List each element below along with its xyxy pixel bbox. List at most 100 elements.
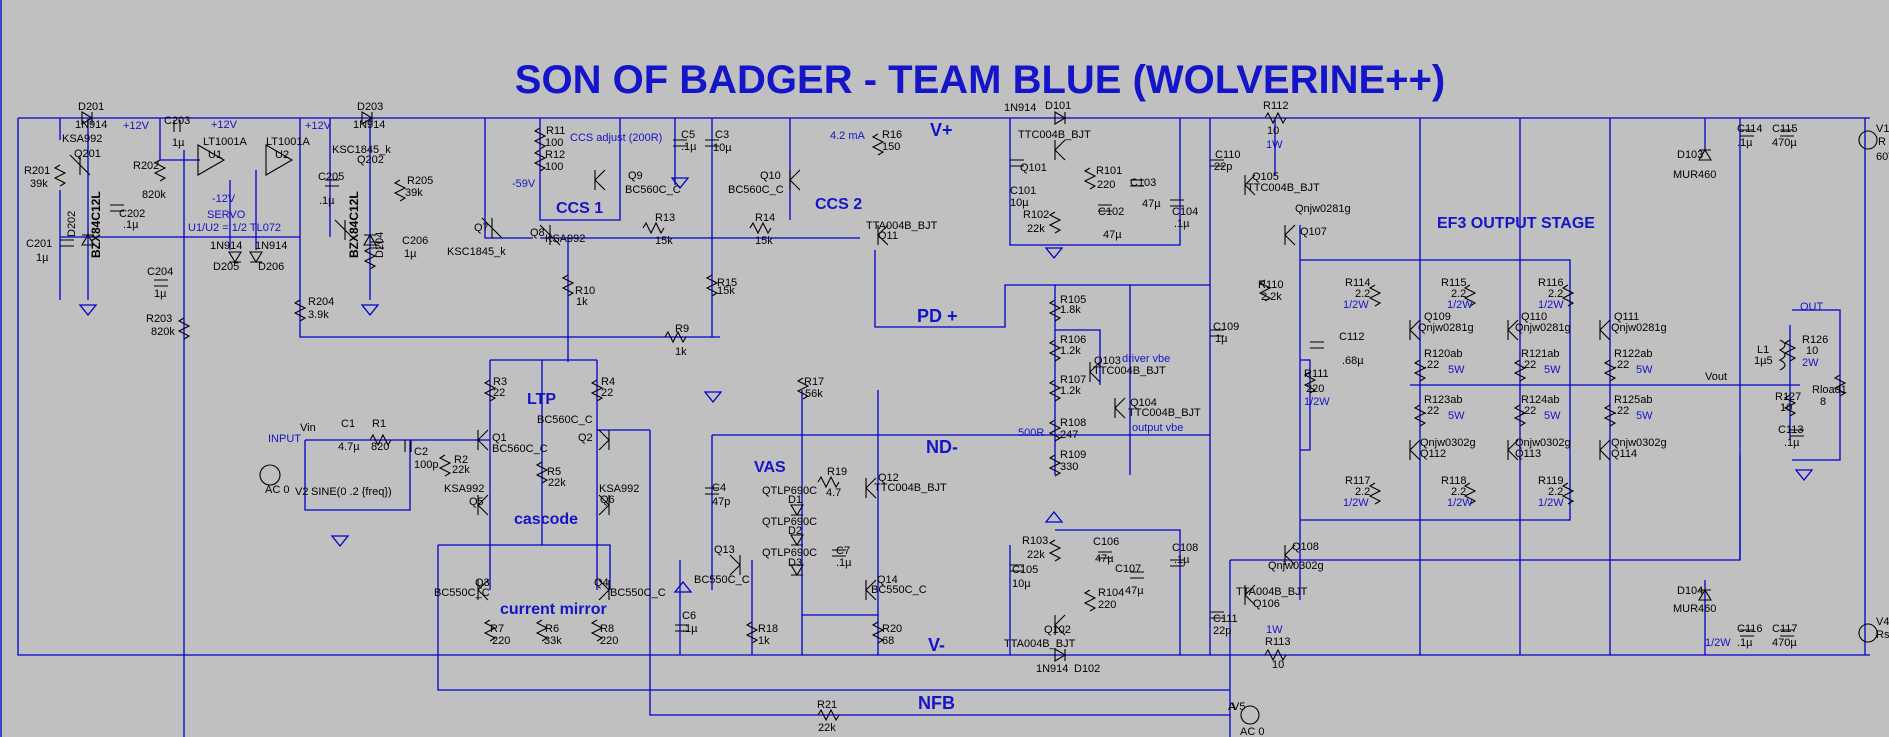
component-label-c204: C204 (147, 266, 173, 278)
v4-name: V4 (1876, 616, 1889, 628)
ground-symbols (78, 177, 1814, 593)
component-label-c115: C115 (1772, 123, 1797, 135)
component-label-c116: C116 (1737, 623, 1762, 635)
r113-power-note: 1W (1266, 624, 1283, 636)
component-label-c107: C107 (1115, 563, 1141, 575)
component-label-d201v: 1N914 (75, 119, 107, 131)
rail-p12-a: +12V (123, 120, 150, 132)
component-label-r116: R116 (1538, 277, 1563, 289)
input-note: INPUT (268, 433, 301, 445)
component-label-bzx1: BZX84C12L (89, 191, 103, 258)
component-label-q9v: BC560C_C (625, 184, 681, 196)
servo-ops-note: U1/U2 = 1/2 TL072 (188, 222, 281, 234)
component-label-c105: C105 (1012, 564, 1038, 576)
component-label-r7v: 220 (492, 635, 510, 647)
component-label-r116w: 1/2W (1538, 299, 1564, 311)
component-label-q104: Q104 (1130, 397, 1157, 409)
component-label-r16v: 150 (882, 141, 900, 153)
component-label-c106v: 47µ (1095, 553, 1114, 565)
component-label-r21v: 22k (818, 722, 836, 734)
component-label-d206v: 1N914 (255, 240, 287, 252)
component-label-r3: R3 (493, 376, 507, 388)
component-label-r5v: 22k (548, 477, 566, 489)
component-label-q6v: KSA992 (599, 483, 639, 495)
component-label-q110: Q110 (1521, 311, 1547, 323)
component-label-c205: C205 (318, 171, 344, 183)
component-label-c102: C102 (1098, 206, 1124, 218)
component-label-r123w: 5W (1448, 410, 1465, 422)
component-label-r19: R19 (827, 466, 847, 478)
component-label-c6: C6 (682, 610, 696, 622)
component-label-c103v: 47µ (1142, 198, 1161, 210)
component-label-r205: R205 (407, 175, 433, 187)
component-label-q104v: TTC004B_BJT (1128, 407, 1201, 419)
component-label-rload: Rload1 (1812, 384, 1847, 396)
component-label-r17: R17 (804, 376, 824, 388)
component-label-r203v: 820k (151, 326, 175, 338)
component-label-q103v: TTC004B_BJT (1093, 365, 1166, 377)
ltp-label: LTP (527, 391, 556, 408)
component-label-r104: R104 (1098, 587, 1124, 599)
component-label-r107: R107 (1060, 374, 1086, 386)
component-label-d3: D3 (788, 557, 802, 569)
component-label-r21: R21 (817, 699, 837, 711)
component-label-c109: C109 (1213, 321, 1239, 333)
component-label-q101: Q101 (1020, 162, 1047, 174)
component-label-r203: R203 (146, 313, 172, 325)
component-label-r102: R102 (1023, 209, 1049, 221)
component-label-q109: Q109 (1424, 311, 1451, 323)
v5-a: A (1228, 701, 1236, 713)
component-label-r118v: 2.2 (1451, 486, 1466, 498)
component-label-r10: R10 (575, 285, 595, 297)
component-label-r117w: 1/2W (1343, 497, 1369, 509)
component-label-c104v: .1µ (1174, 218, 1190, 230)
component-label-r117v: 2.2 (1355, 486, 1370, 498)
component-label-q2: Q2 (578, 432, 593, 444)
v5-ac: AC 0 (1240, 726, 1264, 737)
v4-r: Rs (1876, 629, 1889, 641)
component-label-q10v: BC560C_C (728, 184, 784, 196)
component-label-r111v: 220 (1306, 383, 1324, 395)
neg59-note: -59V (512, 178, 536, 190)
component-label-c5v: .1µ (681, 141, 697, 153)
component-label-c3v: 10µ (713, 142, 732, 154)
component-label-d103: D103 (1677, 149, 1703, 161)
component-label-d205v: 1N914 (210, 240, 242, 252)
component-label-r125w: 5W (1636, 410, 1653, 422)
r126-power-note: 2W (1802, 357, 1819, 369)
pdplus-label: PD + (917, 306, 958, 326)
component-label-r101: R101 (1096, 165, 1122, 177)
component-label-r121v: .22 (1521, 359, 1536, 371)
rail-p12-c: +12V (305, 120, 332, 132)
servo-note: SERVO (207, 209, 246, 221)
component-label-d204: D204 (374, 232, 386, 258)
component-label-q111v: Qnjw0281g (1611, 322, 1667, 334)
vout-note: Vout (1705, 371, 1727, 383)
ccs-adjust-note: CCS adjust (200R) (570, 132, 662, 144)
component-label-r108v: 247 (1060, 429, 1078, 441)
component-label-r9: R9 (675, 323, 689, 335)
component-label-r105v: 1.8k (1060, 304, 1081, 316)
component-label-q14v: BC550C_C (871, 584, 927, 596)
component-label-c6v: .1µ (682, 623, 698, 635)
component-label-r3v: 22 (493, 387, 505, 399)
component-label-q8v: KSA992 (545, 233, 585, 245)
component-label-c203: C203 (164, 115, 190, 127)
component-label-c206v: 1µ (404, 248, 417, 260)
ccs1-label: CCS 1 (556, 200, 603, 217)
component-label-c101: C101 (1010, 185, 1036, 197)
current-mirror-label: current mirror (500, 601, 607, 618)
ef3-label: EF3 OUTPUT STAGE (1437, 215, 1595, 232)
v2-sine: SINE(0 .2 {freq}) (311, 486, 392, 498)
component-label-r2: R2 (454, 454, 468, 466)
component-label-q106v: TTA004B_BJT (1236, 586, 1308, 598)
component-label-r15: R15 (717, 277, 737, 289)
r112-power-note: 1W (1266, 139, 1283, 151)
component-label-r116v: 2.2 (1548, 288, 1563, 300)
component-label-c7v: .1µ (836, 557, 852, 569)
component-label-c101v: 10µ (1010, 197, 1029, 209)
component-label-q101v: TTC004B_BJT (1018, 129, 1091, 141)
component-label-r103v: 22k (1027, 549, 1045, 561)
component-label-q11: Q11 (878, 230, 898, 242)
